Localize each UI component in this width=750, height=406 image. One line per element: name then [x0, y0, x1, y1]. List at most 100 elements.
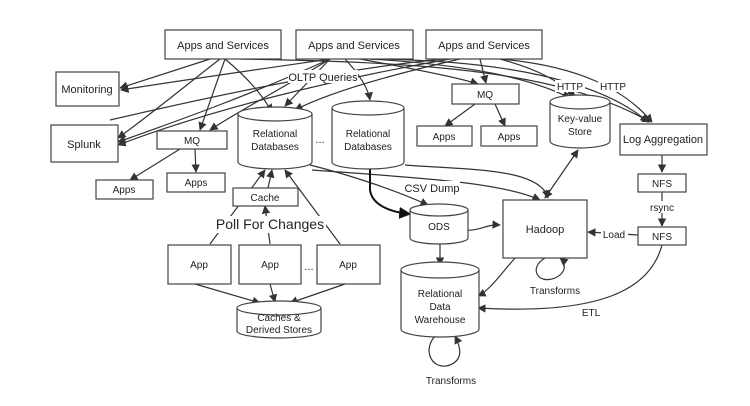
- edge-services1-monitoring: [119, 58, 211, 90]
- edge-app1-caches: [194, 283, 261, 305]
- edges: [109, 51, 667, 367]
- node-relational-db-2-label-1: Relational: [346, 129, 390, 140]
- node-log-aggregation: Log Aggregation: [619, 123, 708, 156]
- edge-services2-mqright: [359, 58, 479, 86]
- edge-services1-reldb1: [224, 58, 273, 113]
- node-apps-services-1-label: Apps and Services: [177, 40, 269, 52]
- node-apps-left-1-label: Apps: [113, 185, 136, 196]
- node-app-3-label: App: [339, 260, 357, 271]
- node-monitoring-label: Monitoring: [61, 84, 112, 96]
- node-splunk: Splunk: [50, 124, 119, 163]
- node-apps-services-3: Apps and Services: [425, 29, 543, 60]
- edge-services1-splunk: [117, 58, 221, 139]
- node-caches-derived-label-1: Caches &: [257, 313, 301, 324]
- node-nfs-bottom-label: NFS: [652, 232, 672, 243]
- node-nfs-top-label: NFS: [652, 179, 672, 190]
- edge-mqright-appsright2: [494, 103, 506, 127]
- label-etl: ETL: [582, 308, 601, 319]
- edge-app3-reldb1: [284, 169, 341, 245]
- edge-cache-reldb1: [266, 169, 275, 189]
- node-caches-derived-label-2: Derived Stores: [246, 325, 312, 336]
- node-apps-right-1-label: Apps: [433, 132, 456, 143]
- edge-hadoop-warehouse: [477, 257, 516, 297]
- node-relational-db-1: Relational Databases: [237, 106, 313, 170]
- node-apps-services-3-label: Apps and Services: [438, 40, 530, 52]
- edge-warehouse-self: [428, 331, 463, 367]
- edge-app2-caches: [268, 283, 278, 303]
- edge-mqright-appsright1: [444, 103, 476, 127]
- label-http-1: HTTP: [557, 82, 583, 93]
- label-rsync: rsync: [650, 203, 674, 214]
- node-hadoop: Hadoop: [502, 199, 588, 259]
- node-db-ellipsis: ...: [315, 134, 324, 146]
- edge-services1-mqleft: [198, 58, 226, 131]
- node-warehouse-label-3: Warehouse: [415, 315, 466, 326]
- node-app-3: App: [316, 244, 381, 285]
- label-transforms-hadoop: Transforms: [530, 286, 580, 297]
- edge-services2-reldb2: [344, 58, 373, 101]
- edge-kvstore-hadoop: [544, 149, 579, 199]
- node-apps-services-1: Apps and Services: [164, 29, 282, 60]
- node-warehouse-label-1: Relational: [418, 289, 462, 300]
- node-key-value-store: Key-value Store: [549, 94, 611, 149]
- edge-services2-monitoring: [120, 58, 331, 93]
- node-key-value-store-label-2: Store: [568, 127, 592, 138]
- node-app-2-label: App: [261, 260, 279, 271]
- node-apps-left-2-label: Apps: [185, 178, 208, 189]
- node-ods: ODS: [409, 203, 469, 245]
- node-relational-data-warehouse: Relational Data Warehouse: [400, 261, 480, 338]
- edge-labels: OLTP Queries HTTP HTTP CSV Dump Poll For…: [214, 70, 678, 387]
- node-warehouse-label-2: Data: [429, 302, 451, 313]
- edge-services3-logagg: [499, 58, 653, 123]
- node-ods-label: ODS: [428, 222, 450, 233]
- node-hadoop-label: Hadoop: [526, 224, 565, 236]
- node-relational-db-1-label-2: Databases: [251, 142, 299, 153]
- edge-services1-logagg: [239, 58, 651, 123]
- node-nfs-bottom: NFS: [637, 226, 687, 246]
- node-apps-services-2: Apps and Services: [295, 29, 414, 60]
- node-apps-services-2-label: Apps and Services: [308, 40, 400, 52]
- node-key-value-store-label-1: Key-value: [558, 114, 603, 125]
- node-apps-right-1: Apps: [416, 125, 473, 147]
- node-app-ellipsis: ...: [304, 261, 313, 273]
- edge-reldb1-ods: [309, 164, 429, 206]
- node-mq-right-label: MQ: [477, 90, 493, 101]
- node-nfs-top: NFS: [637, 173, 687, 193]
- node-splunk-label: Splunk: [67, 139, 101, 151]
- node-cache-label: Cache: [251, 193, 280, 204]
- edge-mqleft-appsleft1: [129, 148, 181, 181]
- node-mq-left-label: MQ: [184, 136, 200, 147]
- edge-nfsbottom-warehouse: [477, 244, 663, 313]
- edge-mqleft-appsleft2: [191, 148, 200, 173]
- edge-hadoop-self: [535, 257, 569, 281]
- edge-app3-caches: [289, 283, 346, 305]
- node-relational-db-2-label-2: Databases: [344, 142, 392, 153]
- node-mq-left: MQ: [156, 130, 228, 150]
- label-transforms-warehouse: Transforms: [426, 376, 476, 387]
- label-http-2: HTTP: [600, 82, 626, 93]
- node-app-1-label: App: [190, 260, 208, 271]
- node-relational-db-1-label-1: Relational: [253, 129, 297, 140]
- label-load: Load: [603, 230, 625, 241]
- node-relational-db-2: Relational Databases: [331, 100, 405, 170]
- node-mq-right: MQ: [451, 83, 520, 105]
- label-poll-for-changes: Poll For Changes: [216, 216, 324, 232]
- node-monitoring: Monitoring: [55, 71, 120, 107]
- label-csv-dump: CSV Dump: [404, 183, 459, 195]
- edge-services2-kvstore: [369, 58, 571, 99]
- edge-reldb2-hadoop: [404, 164, 551, 199]
- node-app-2: App: [238, 244, 302, 285]
- edge-services3-splunk: [117, 58, 451, 147]
- label-oltp-queries: OLTP Queries: [288, 72, 358, 84]
- edge-services2-logagg: [369, 58, 649, 123]
- node-cache: Cache: [232, 187, 299, 207]
- node-apps-right-2-label: Apps: [498, 132, 521, 143]
- node-apps-right-2: Apps: [480, 125, 538, 147]
- edge-services2-mqleft: [209, 58, 331, 131]
- node-apps-left-1: Apps: [95, 179, 154, 200]
- edge-reldb2-ods: [369, 168, 412, 219]
- node-app-1: App: [167, 244, 232, 285]
- node-log-aggregation-label: Log Aggregation: [623, 134, 703, 146]
- node-caches-derived-stores: Caches & Derived Stores: [236, 300, 322, 339]
